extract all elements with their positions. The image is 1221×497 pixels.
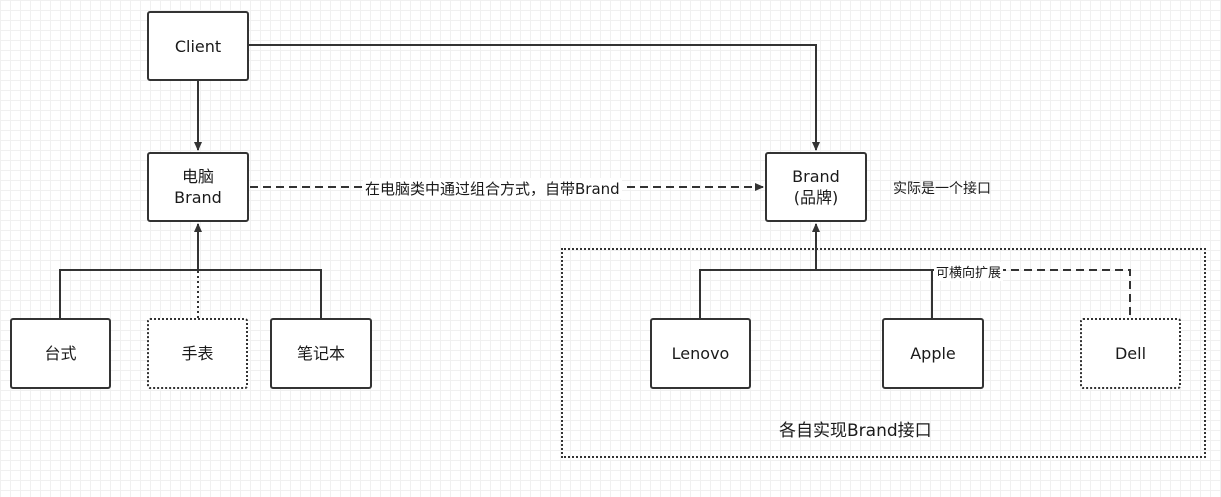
desktop-node[interactable]: 台式 xyxy=(10,318,111,389)
edge-computer-tree xyxy=(59,224,322,318)
desktop-label: 台式 xyxy=(44,344,77,363)
client-node[interactable]: Client xyxy=(147,11,249,81)
apple-label: Apple xyxy=(910,344,956,363)
watch-label: 手表 xyxy=(181,344,214,363)
computer-label-line2: Brand xyxy=(174,188,222,207)
watch-node[interactable]: 手表 xyxy=(147,318,248,389)
composition-label: 在电脑类中通过组合方式，自带Brand xyxy=(363,178,622,199)
laptop-label: 笔记本 xyxy=(296,344,345,363)
implementation-region xyxy=(561,248,1206,458)
brand-node[interactable]: Brand (品牌) xyxy=(765,152,867,222)
lenovo-node[interactable]: Lenovo xyxy=(650,318,751,389)
client-label: Client xyxy=(174,36,222,56)
apple-node[interactable]: Apple xyxy=(882,318,984,389)
lenovo-label: Lenovo xyxy=(671,344,730,363)
edge-client-brand xyxy=(248,44,820,151)
laptop-node[interactable]: 笔记本 xyxy=(270,318,372,389)
computer-label-line1: 电脑 xyxy=(181,167,214,186)
edge-dell-dashed xyxy=(816,269,1131,318)
dell-node[interactable]: Dell xyxy=(1080,318,1181,389)
brand-note: 实际是一个接口 xyxy=(893,181,991,197)
brand-label-line2: (品牌) xyxy=(793,188,839,207)
brand-label-line1: Brand xyxy=(792,167,840,186)
implement-label: 各自实现Brand接口 xyxy=(779,421,932,441)
dell-label: Dell xyxy=(1114,344,1147,363)
computer-node[interactable]: 电脑 Brand xyxy=(147,152,249,222)
extend-label: 可横向扩展 xyxy=(934,262,1004,281)
